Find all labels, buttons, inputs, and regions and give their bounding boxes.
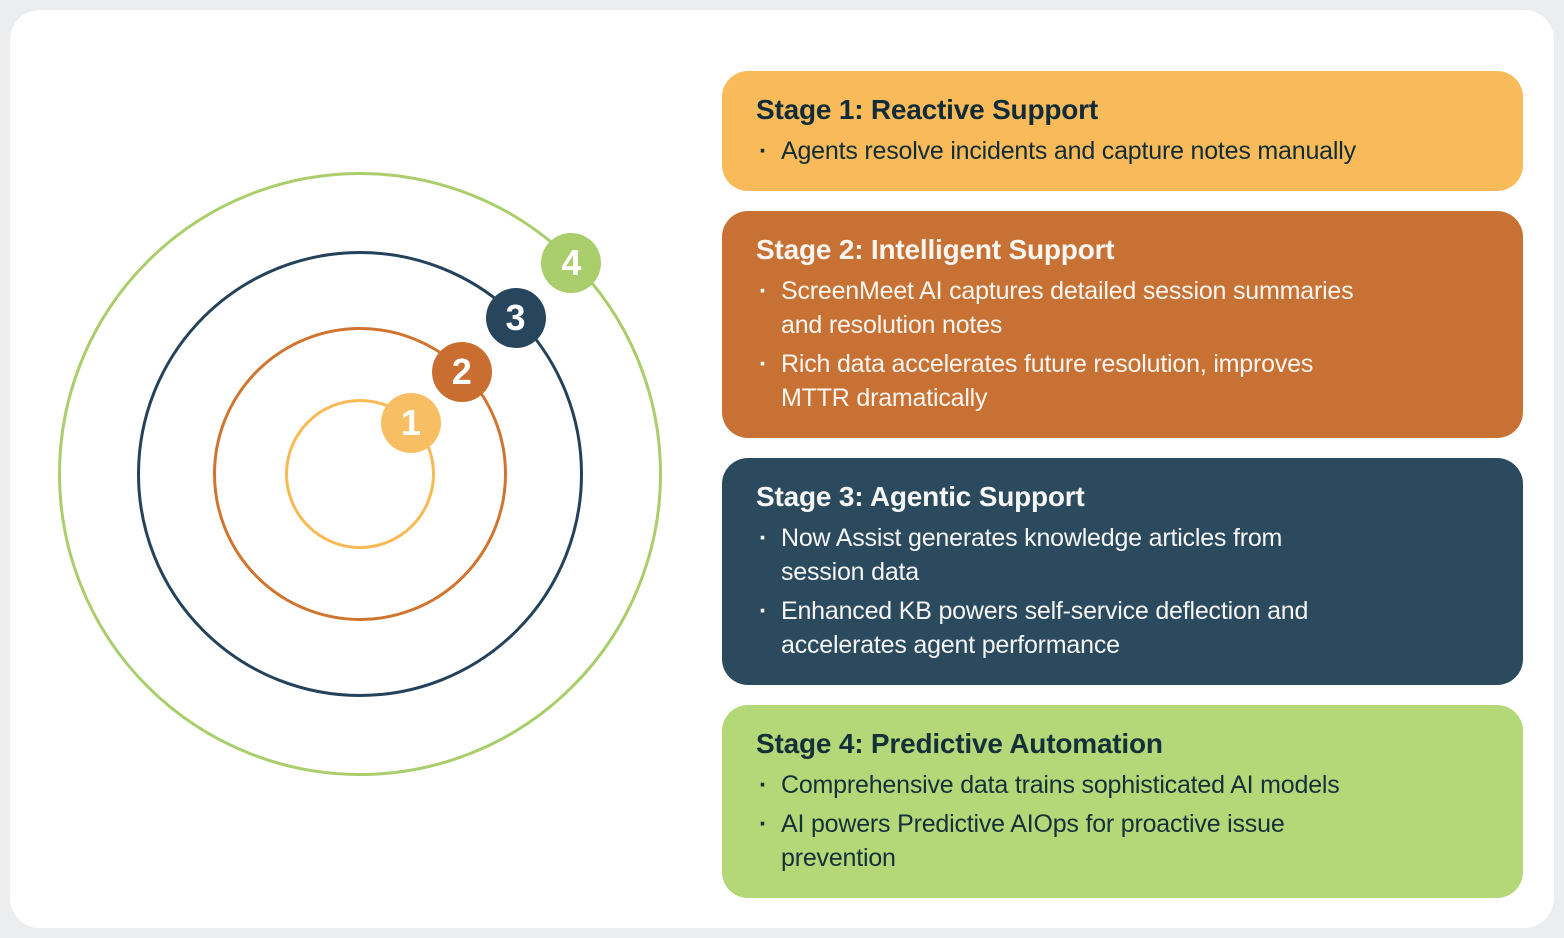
- stage-bullet-list: Comprehensive data trains sophisticated …: [756, 768, 1485, 875]
- stage-bullet: Comprehensive data trains sophisticated …: [756, 768, 1485, 802]
- stage-badge-3: 3: [485, 288, 546, 349]
- stage-card-title: Stage 4: Predictive Automation: [756, 728, 1163, 759]
- stage-card-2: Stage 2: Intelligent SupportScreenMeet A…: [722, 211, 1523, 438]
- stage-bullet-list: ScreenMeet AI captures detailed session …: [756, 274, 1485, 415]
- stage-card-title: Stage 2: Intelligent Support: [756, 234, 1115, 265]
- stage-bullet-list: Now Assist generates knowledge articles …: [756, 521, 1485, 662]
- stage-bullet: Rich data accelerates future resolution,…: [756, 347, 1485, 415]
- stage-bullet-list: Agents resolve incidents and capture not…: [756, 134, 1485, 168]
- stage-badge-1: 1: [380, 393, 441, 454]
- stage-bullet: Now Assist generates knowledge articles …: [756, 521, 1485, 589]
- stage-card-title: Stage 1: Reactive Support: [756, 94, 1098, 125]
- stage-bullet: AI powers Predictive AIOps for proactive…: [756, 807, 1485, 875]
- stage-bullet: ScreenMeet AI captures detailed session …: [756, 274, 1485, 342]
- stage-card-4: Stage 4: Predictive AutomationComprehens…: [722, 705, 1523, 898]
- stage-cards: Stage 1: Reactive SupportAgents resolve …: [722, 71, 1523, 898]
- stage-card-3: Stage 3: Agentic SupportNow Assist gener…: [722, 458, 1523, 685]
- stage-card-title: Stage 3: Agentic Support: [756, 481, 1085, 512]
- stage-badge-4: 4: [541, 232, 602, 293]
- stage-bullet: Enhanced KB powers self-service deflecti…: [756, 594, 1485, 662]
- ring-stage-4: [58, 172, 662, 776]
- stage-bullet: Agents resolve incidents and capture not…: [756, 134, 1485, 168]
- stage-card-1: Stage 1: Reactive SupportAgents resolve …: [722, 71, 1523, 191]
- stage-badge-2: 2: [431, 342, 492, 403]
